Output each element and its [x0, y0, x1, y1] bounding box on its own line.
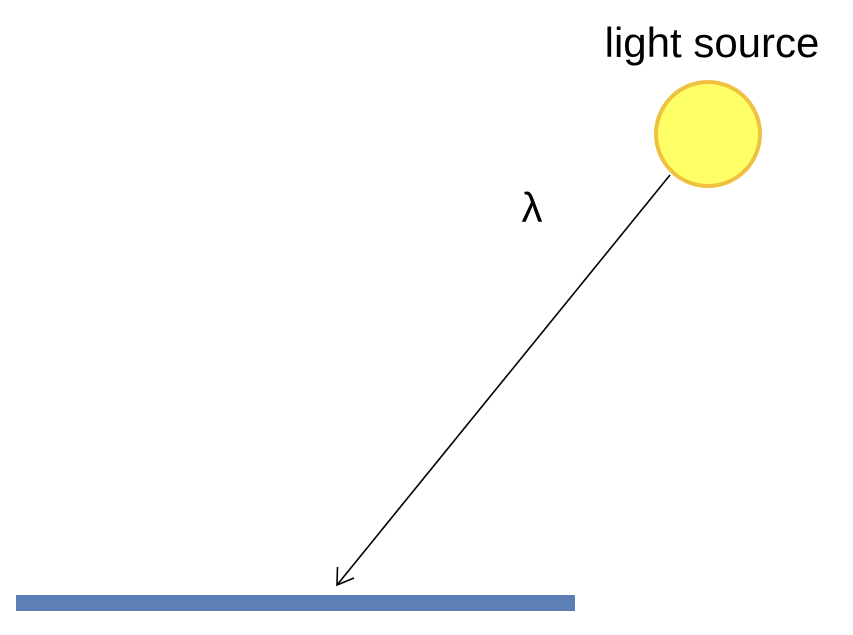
sun-icon	[654, 80, 762, 188]
surface-bar	[16, 595, 575, 611]
wavelength-label: λ	[522, 184, 543, 231]
ray-line	[336, 174, 671, 586]
ray-arrowhead	[336, 566, 355, 587]
light-source-label: light source	[605, 19, 820, 66]
arrow-icon	[336, 174, 671, 587]
